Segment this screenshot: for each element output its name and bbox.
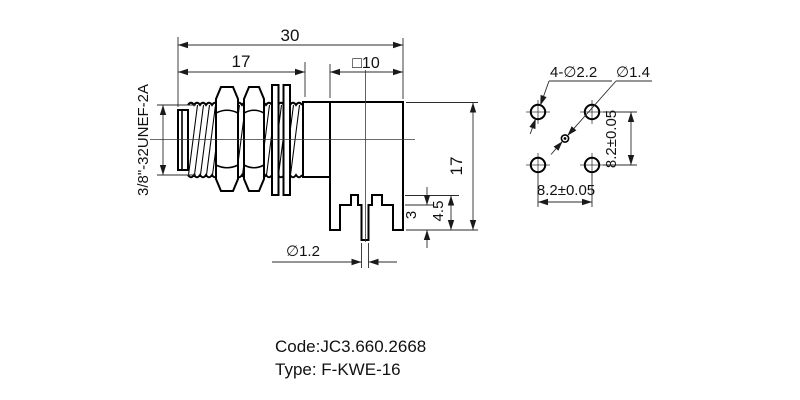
washer-2	[282, 84, 291, 196]
title-block: Code:JC3.660.2668 Type: F-KWE-16	[275, 337, 426, 379]
center-hole-label: ∅1.4	[616, 64, 650, 81]
center-hole	[560, 134, 570, 143]
mounting-holes	[529, 103, 601, 174]
leader-center-hole	[550, 80, 652, 155]
dim-leg-tip: 3	[403, 211, 420, 219]
thread-spec-label: 3/8"-32UNEF-2A	[135, 84, 152, 196]
dim-leg-length: 4.5	[430, 201, 447, 222]
hole-pitch-vertical: 8.2±0.05	[603, 110, 620, 168]
extension-lines	[157, 37, 478, 268]
part-type: Type: F-KWE-16	[275, 360, 401, 379]
dim-thread-length: 17	[232, 52, 251, 71]
dim-total-length: 30	[281, 26, 300, 45]
hex-nut-2	[243, 86, 265, 192]
leader-mounting-holes	[529, 80, 612, 135]
mounting-holes-label: 4-∅2.2	[550, 64, 597, 81]
connector-body	[302, 101, 404, 241]
dim-total-height: 17	[447, 157, 466, 176]
part-code: Code:JC3.660.2668	[275, 337, 426, 356]
washer-1	[271, 84, 280, 196]
hole-pitch-horizontal: 8.2±0.05	[537, 182, 595, 199]
dim-body-square: □10	[352, 55, 380, 72]
hex-nut-1	[215, 86, 239, 192]
pitch-arrowheads	[538, 112, 635, 206]
arrowheads	[159, 41, 477, 266]
side-view: 30 17 □10 3/8"-32UNEF-2A 17 4.5 3 ∅1.2	[135, 26, 478, 268]
dim-pin-diameter: ∅1.2	[286, 243, 320, 260]
front-cap	[177, 109, 189, 171]
footprint-view: 4-∅2.2 ∅1.4 8.2±0.05 8.2±0.05	[526, 64, 652, 207]
